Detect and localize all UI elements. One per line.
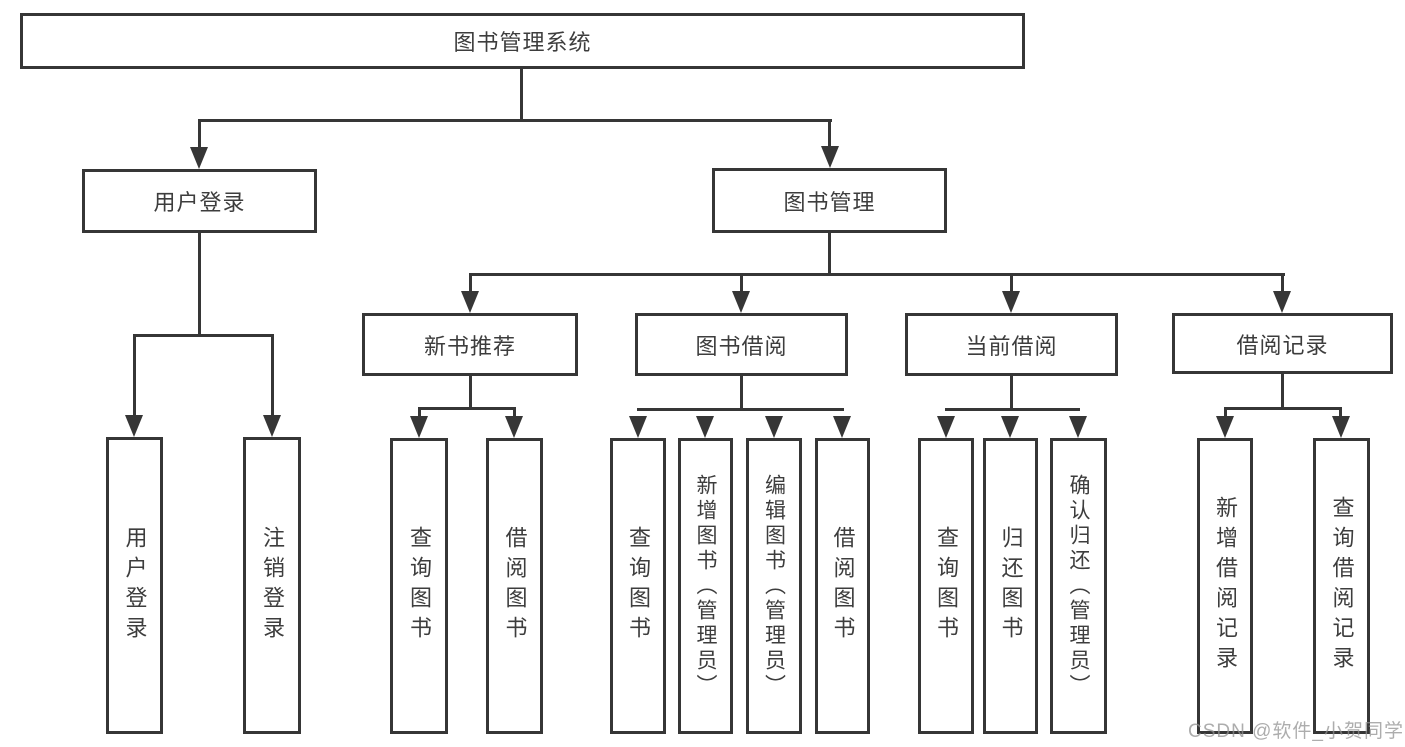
leaf-records-query-record: 查询借阅记录 — [1313, 438, 1370, 734]
node-book-borrow: 图书借阅 — [635, 313, 848, 376]
arrow-down-icon — [1001, 416, 1019, 438]
arrow-down-icon — [732, 291, 750, 313]
arrow-down-icon — [833, 416, 851, 438]
connector-line — [418, 407, 421, 419]
arrow-down-icon — [1273, 291, 1291, 313]
node-new-book-recommend: 新书推荐 — [362, 313, 578, 376]
leaf-records-add-record: 新增借阅记录 — [1197, 438, 1253, 734]
connector-line — [740, 273, 743, 295]
connector-line — [520, 69, 523, 121]
connector-line — [271, 334, 274, 418]
arrow-down-icon — [937, 416, 955, 438]
connector-line — [513, 407, 516, 419]
arrow-down-icon — [263, 415, 281, 437]
csdn-watermark: CSDN @软件_小贺同学 — [1188, 721, 1404, 742]
connector-line — [1281, 374, 1284, 410]
connector-line — [198, 119, 201, 151]
leaf-records-add-record-label: 新增借阅记录 — [1213, 496, 1238, 676]
connector-line — [740, 376, 743, 410]
leaf-recommend-query-books-label: 查询图书 — [407, 526, 432, 646]
leaf-borrow-borrow-books: 借阅图书 — [815, 438, 870, 734]
node-book-management: 图书管理 — [712, 168, 947, 233]
node-current-borrow: 当前借阅 — [905, 313, 1118, 376]
connector-line — [637, 408, 844, 411]
arrow-down-icon — [765, 416, 783, 438]
connector-line — [1224, 407, 1227, 419]
arrow-down-icon — [821, 146, 839, 168]
leaf-borrow-edit-books-admin: 编辑图书（管理员） — [746, 438, 802, 734]
leaf-borrow-borrow-books-label: 借阅图书 — [830, 526, 856, 646]
leaf-user-login: 用户登录 — [106, 437, 163, 734]
leaf-borrow-query-books-label: 查询图书 — [626, 526, 651, 646]
node-user-login-group-label: 用户登录 — [153, 190, 246, 215]
node-user-login-group: 用户登录 — [82, 169, 317, 233]
arrow-down-icon — [696, 416, 714, 438]
node-new-book-recommend-label: 新书推荐 — [423, 333, 516, 359]
connector-line — [1224, 407, 1342, 410]
arrow-down-icon — [1002, 291, 1020, 313]
leaf-current-query-books-label: 查询图书 — [934, 526, 959, 646]
leaf-borrow-query-books: 查询图书 — [610, 438, 666, 734]
connector-line — [1281, 273, 1284, 295]
connector-line — [828, 233, 831, 275]
node-book-management-label: 图书管理 — [783, 189, 876, 215]
node-root-label: 图书管理系统 — [453, 30, 592, 55]
leaf-borrow-add-books-admin: 新增图书（管理员） — [678, 438, 733, 734]
arrow-down-icon — [461, 291, 479, 313]
connector-line — [418, 407, 516, 410]
leaf-logout: 注销登录 — [243, 437, 301, 734]
leaf-user-login-label: 用户登录 — [122, 525, 148, 646]
arrow-down-icon — [190, 147, 208, 169]
arrow-down-icon — [1069, 416, 1087, 438]
leaf-current-return-books: 归还图书 — [983, 438, 1038, 734]
leaf-borrow-edit-books-admin-label: 编辑图书（管理员） — [762, 473, 786, 699]
connector-line — [1010, 376, 1013, 410]
connector-line — [469, 273, 472, 295]
connector-line — [198, 233, 201, 337]
connector-line — [469, 273, 1285, 276]
arrow-down-icon — [1332, 416, 1350, 438]
leaf-recommend-borrow-books: 借阅图书 — [486, 438, 543, 734]
node-current-borrow-label: 当前借阅 — [965, 333, 1058, 359]
node-borrow-records-label: 借阅记录 — [1236, 332, 1329, 358]
connector-line — [945, 408, 1080, 411]
arrow-down-icon — [1216, 416, 1234, 438]
node-root: 图书管理系统 — [20, 13, 1025, 69]
connector-line — [469, 376, 472, 410]
connector-line — [133, 334, 136, 418]
connector-line — [133, 334, 274, 337]
leaf-recommend-borrow-books-label: 借阅图书 — [502, 526, 528, 646]
leaf-current-query-books: 查询图书 — [918, 438, 974, 734]
arrow-down-icon — [505, 416, 523, 438]
node-book-borrow-label: 图书借阅 — [695, 333, 788, 359]
leaf-recommend-query-books: 查询图书 — [390, 438, 448, 734]
connector-line — [828, 119, 831, 150]
arrow-down-icon — [629, 416, 647, 438]
arrow-down-icon — [125, 415, 143, 437]
leaf-logout-label: 注销登录 — [260, 525, 285, 646]
leaf-records-query-record-label: 查询借阅记录 — [1329, 496, 1355, 676]
arrow-down-icon — [410, 416, 428, 438]
leaf-current-return-books-label: 归还图书 — [998, 526, 1024, 646]
node-borrow-records: 借阅记录 — [1172, 313, 1393, 374]
leaf-current-confirm-return-admin: 确认归还（管理员） — [1050, 438, 1107, 734]
leaf-current-confirm-return-admin-label: 确认归还（管理员） — [1067, 473, 1090, 699]
leaf-borrow-add-books-admin-label: 新增图书（管理员） — [694, 473, 717, 699]
connector-line — [1010, 273, 1013, 295]
connector-line — [1339, 407, 1342, 419]
connector-line — [198, 119, 832, 122]
